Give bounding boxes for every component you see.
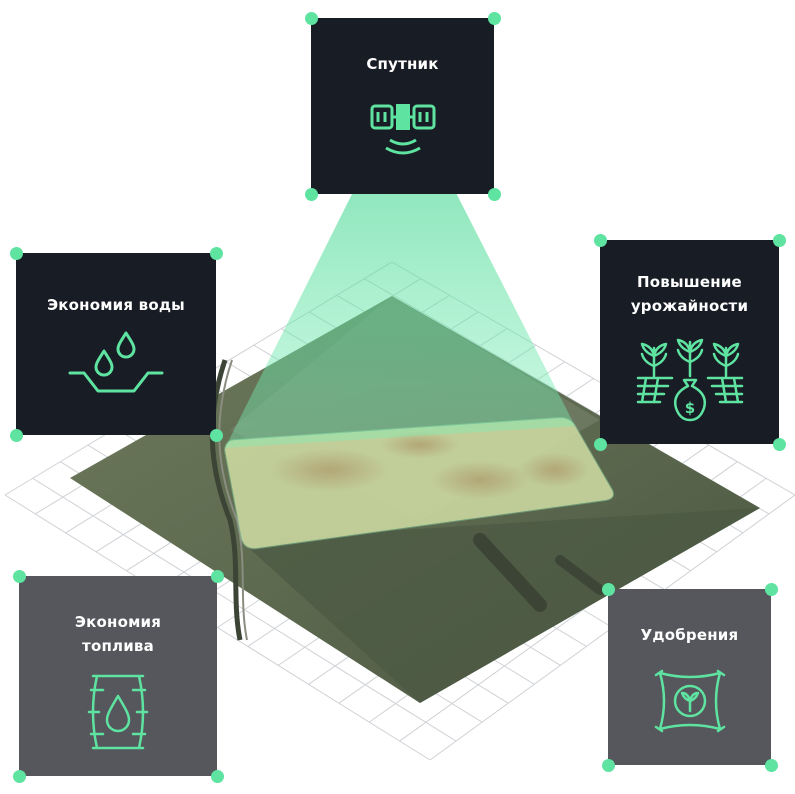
- water-saving-icon: [68, 331, 164, 393]
- scan-beam: [225, 136, 575, 448]
- fuel-saving-card: Экономия топлива: [19, 576, 217, 776]
- corner-dot: [593, 233, 607, 247]
- corner-dot: [764, 582, 778, 596]
- water-saving-label: Экономия воды: [47, 296, 185, 314]
- crop-yield-icon: $: [636, 338, 743, 422]
- fuel-saving-label: Экономия топлива: [74, 613, 162, 655]
- satellite-card: Спутник: [311, 18, 494, 194]
- corner-dot: [487, 187, 501, 201]
- corner-dot: [9, 428, 23, 442]
- crop-yield-card: Повышение урожайности $: [600, 240, 779, 444]
- corner-dot: [487, 11, 501, 25]
- fertilizer-bag-icon: [654, 669, 725, 733]
- corner-dot: [12, 569, 26, 583]
- corner-dot: [304, 187, 318, 201]
- crop-yield-label: Повышение урожайности: [630, 273, 749, 315]
- corner-dot: [601, 582, 615, 596]
- svg-text:$: $: [684, 399, 694, 417]
- corner-dot: [772, 233, 786, 247]
- corner-dot: [601, 758, 615, 772]
- fuel-barrel-icon: [87, 674, 149, 750]
- water-saving-card: Экономия воды: [16, 253, 216, 435]
- grid-line: [4, 494, 431, 761]
- corner-dot: [772, 437, 786, 451]
- corner-dot: [764, 758, 778, 772]
- corner-dot: [209, 428, 223, 442]
- corner-dot: [209, 246, 223, 260]
- corner-dot: [304, 11, 318, 25]
- fertilizer-card: Удобрения: [608, 589, 771, 765]
- corner-dot: [9, 246, 23, 260]
- satellite-icon: [370, 104, 435, 155]
- corner-dot: [12, 769, 26, 783]
- corner-dot: [210, 569, 224, 583]
- fertilizer-label: Удобрения: [640, 626, 739, 644]
- satellite-label: Спутник: [366, 55, 439, 73]
- corner-dot: [593, 437, 607, 451]
- corner-dot: [210, 769, 224, 783]
